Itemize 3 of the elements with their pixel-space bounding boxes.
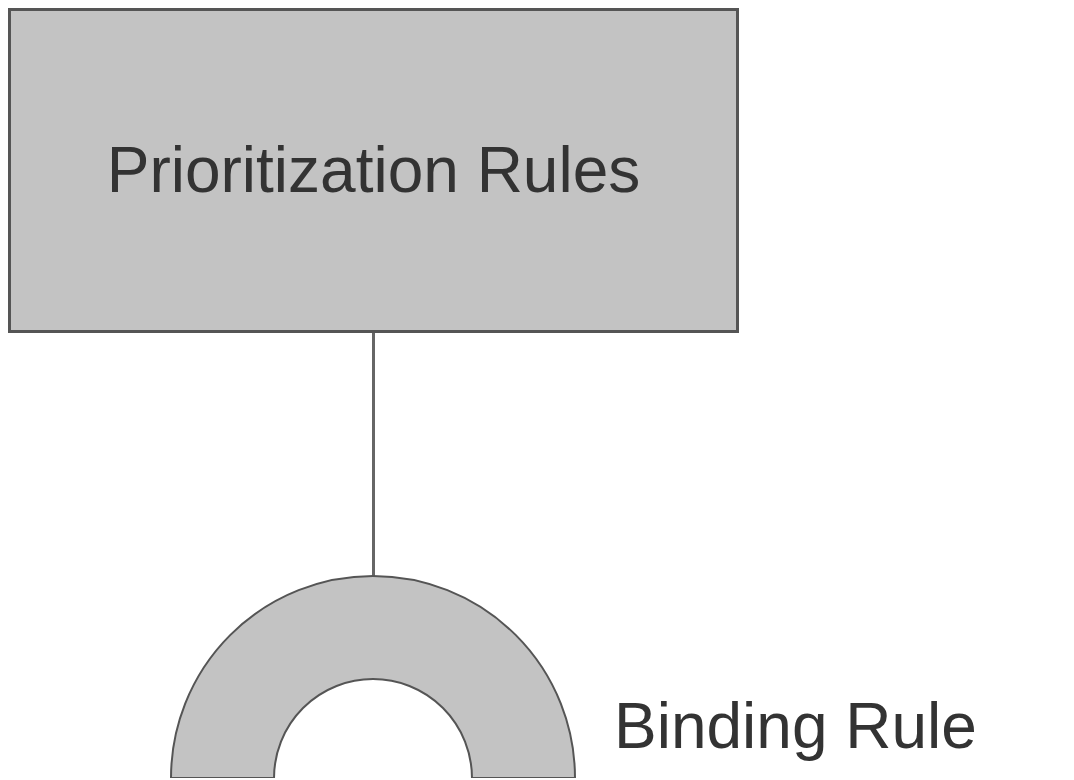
connector-line xyxy=(372,333,375,576)
arch-shape xyxy=(168,574,578,778)
box-label: Prioritization Rules xyxy=(105,133,642,209)
